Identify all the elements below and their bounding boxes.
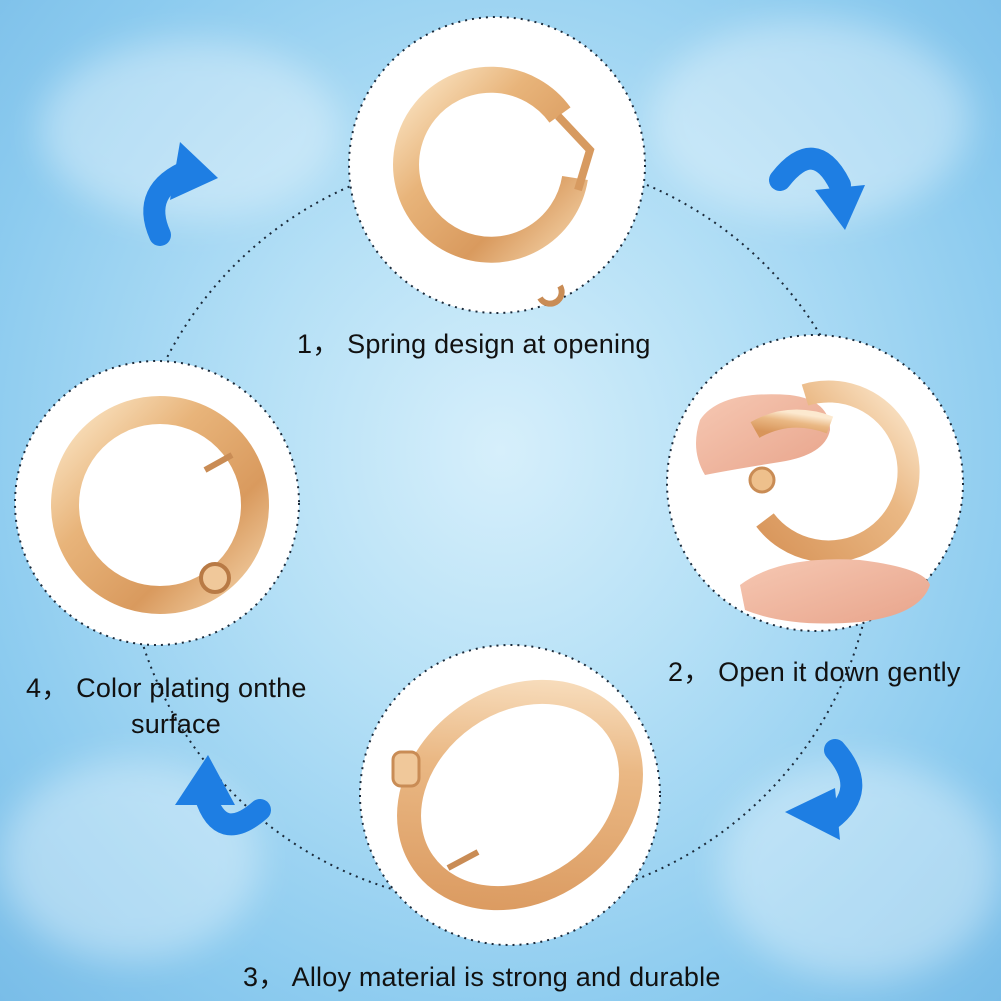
- ring-icon: [393, 66, 588, 263]
- finger-bottom-icon: [740, 559, 930, 624]
- curved-arrow-icon: [143, 142, 218, 246]
- step-3-caption: 3， Alloy material is strong and durable: [243, 962, 721, 992]
- step-2-caption: 2， Open it down gently: [668, 657, 961, 687]
- step-4-caption-line2: surface: [131, 709, 221, 739]
- step-4-caption: 4， Color plating onthe surface: [26, 670, 356, 742]
- curved-arrow-icon: [769, 147, 865, 230]
- curved-arrow-icon: [175, 755, 271, 836]
- step-1-image: [348, 16, 646, 314]
- ring-icon: [397, 679, 643, 911]
- step-3-image: [359, 644, 661, 946]
- step-4-caption-line1: 4， Color plating onthe: [26, 673, 307, 703]
- step-4-image: [14, 360, 300, 646]
- curved-arrow-icon: [785, 739, 863, 840]
- step-2-image: [666, 334, 964, 632]
- step-1-caption: 1， Spring design at opening: [297, 329, 651, 359]
- ring-icon: [51, 396, 269, 614]
- background-cloud: [650, 20, 970, 220]
